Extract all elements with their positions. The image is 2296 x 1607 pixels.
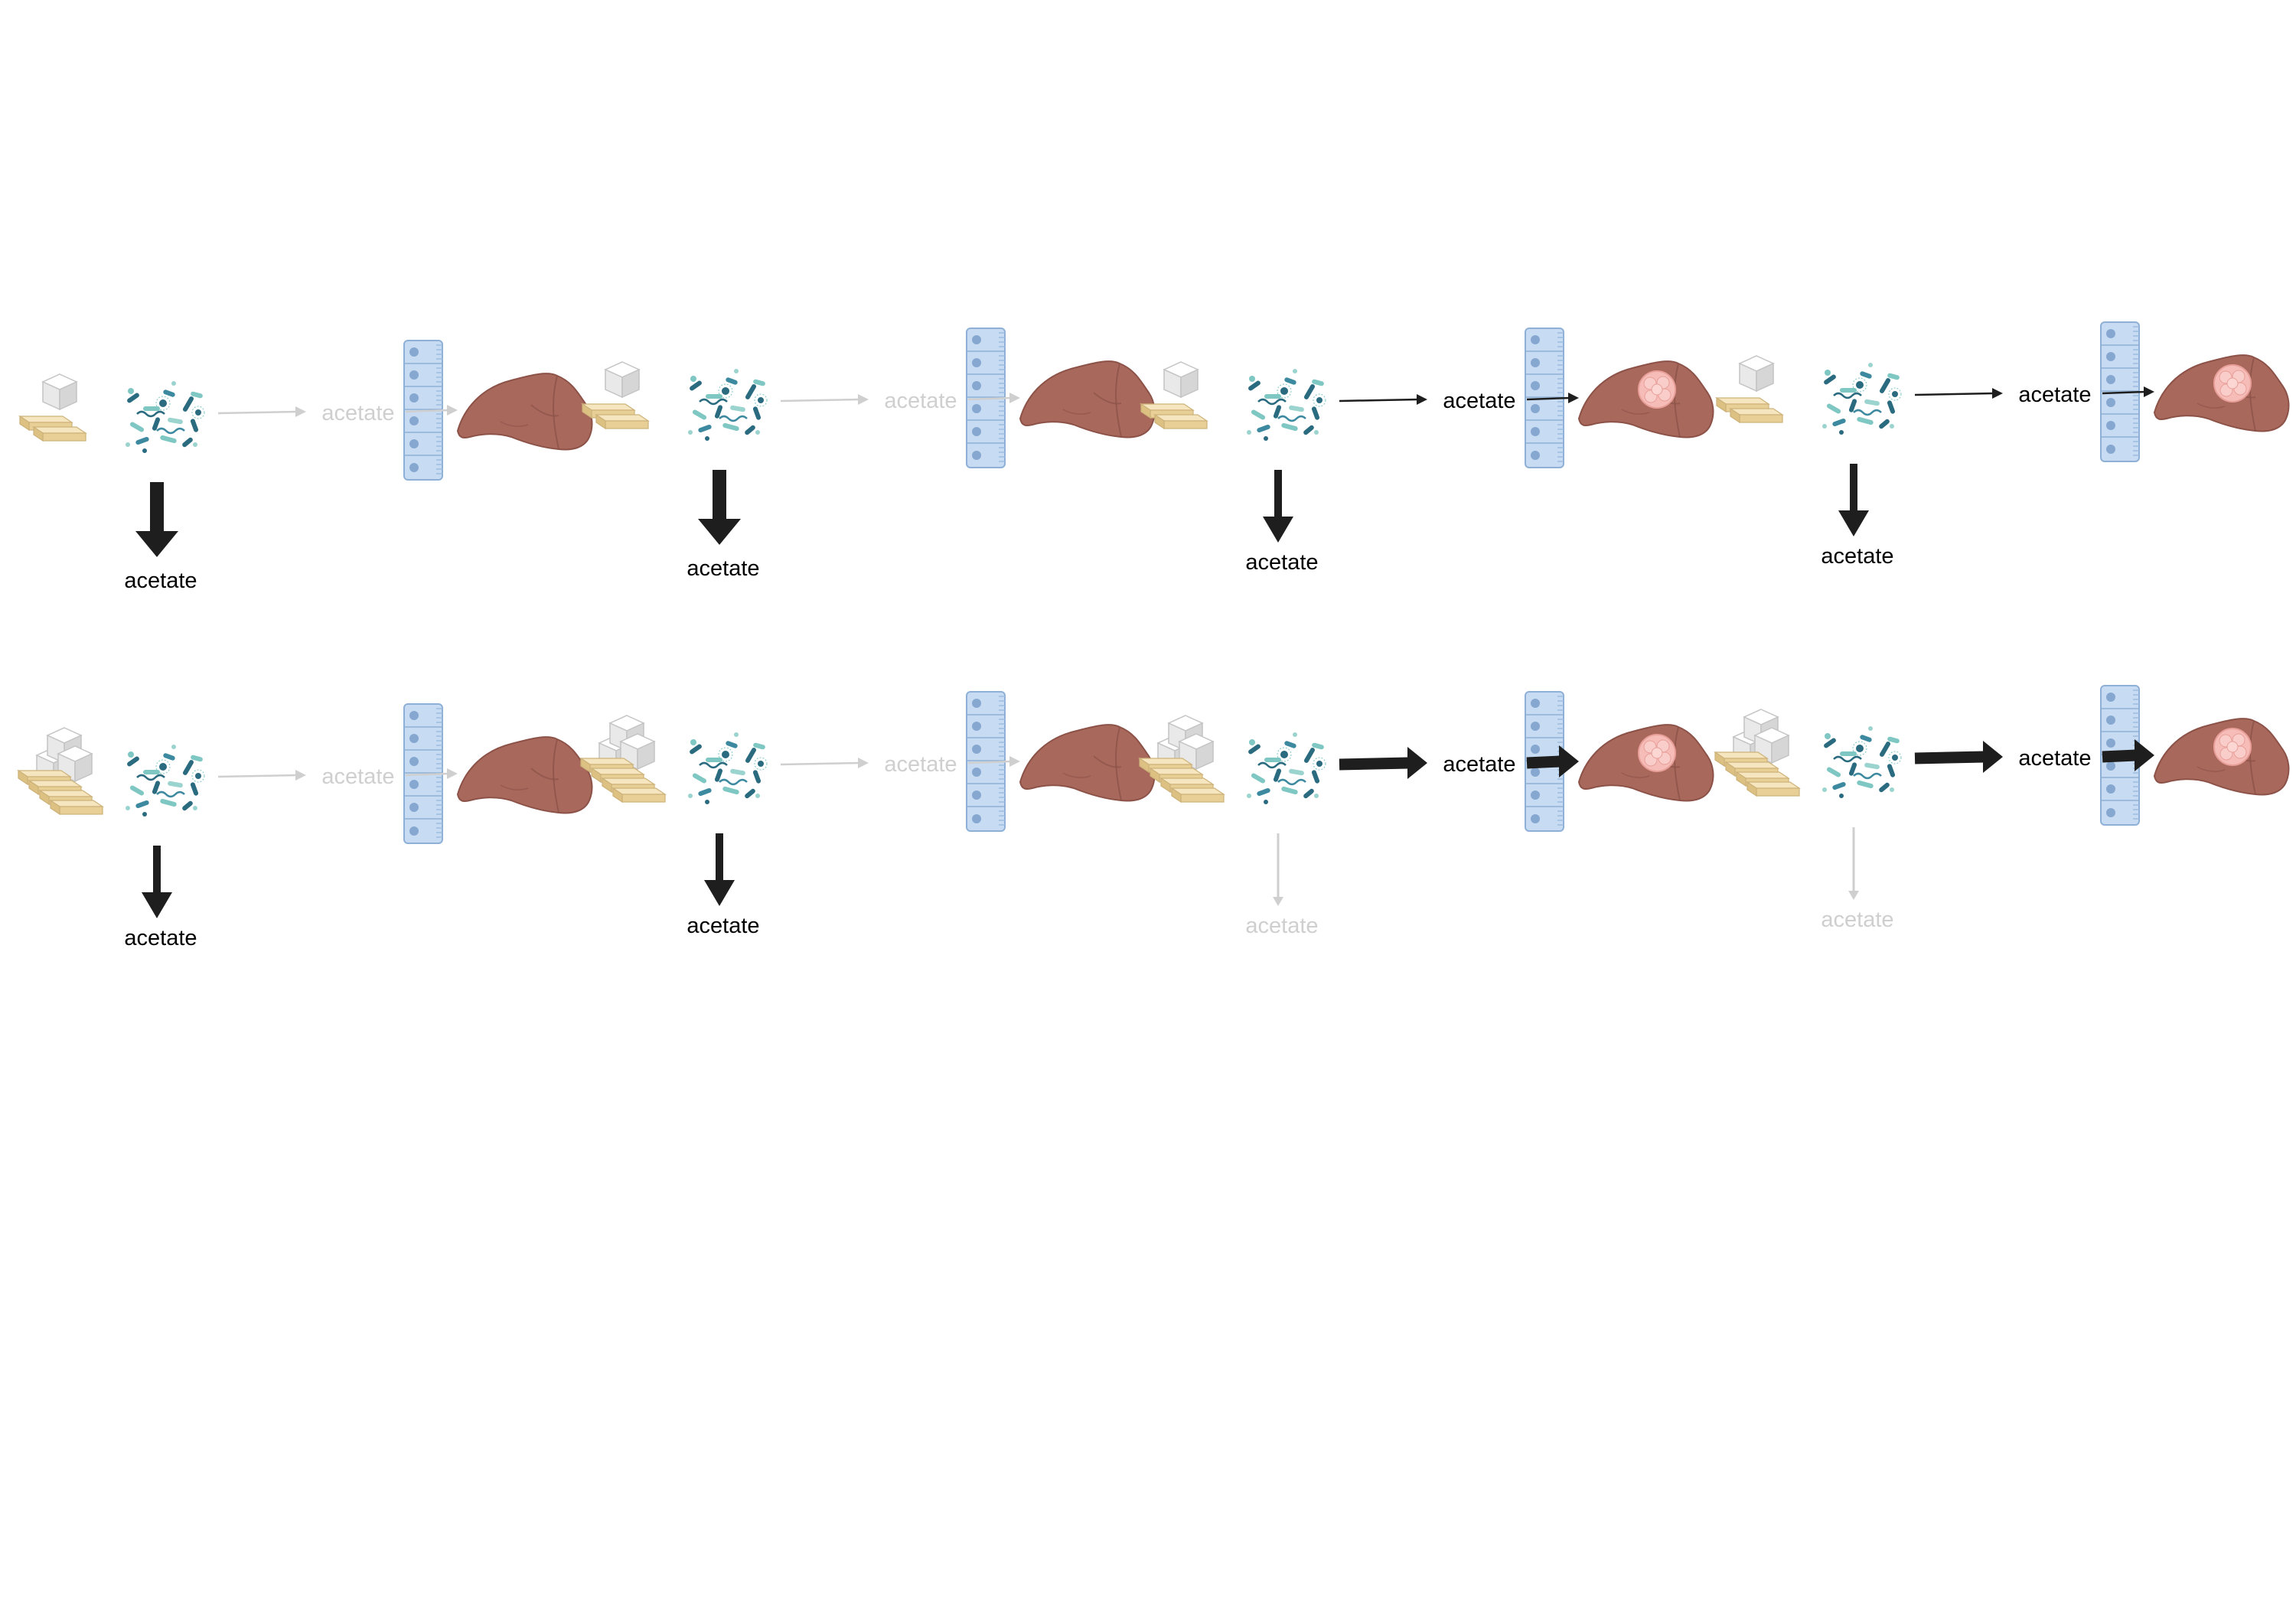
diet-group [18,727,103,815]
microbiota-icon [1243,362,1329,448]
acetate-transport-arrow-1 [1914,388,2003,399]
liver-tumor-icon [1578,724,1714,802]
liver-icon [457,373,593,451]
tumor-icon [2213,728,2252,766]
acetate-transport-label: acetate [884,389,957,413]
acetate-transport-arrow-2 [967,393,1020,403]
acetate-transport-label: acetate [2018,383,2091,407]
liver-icon [457,373,593,451]
fat-bar-icon [50,800,103,815]
microbiota-icon [684,725,770,811]
fat-bar-icon [1154,414,1208,429]
acetate-down-arrow [135,482,178,557]
acetate-down-arrow [1263,470,1293,543]
tumor-icon [1638,370,1676,409]
acetate-transport-label: acetate [321,401,394,425]
acetate-transport-label: acetate [1443,752,1515,777]
microbiota-icon [684,362,770,448]
diet-group [1714,709,1800,797]
microbiota-icon [1818,719,1904,805]
acetate-transport-arrow-1 [217,406,306,417]
acetate-down-arrow [698,470,741,545]
diet-group [1716,355,1783,423]
liver-tumor-icon [2154,718,2290,796]
acetate-transport-arrow-1 [1914,741,2003,773]
diet-group [580,715,666,803]
microbiota-icon [122,374,207,460]
acetate-transport-label: acetate [2018,746,2091,771]
fat-bar-icon [33,426,86,442]
panel-r1p1: acetate acetate [19,340,593,593]
panel-r1p4: acetate acetate [1716,321,2290,569]
fat-bar-icon [1171,787,1225,803]
fat-bar-icon [1730,408,1783,423]
acetate-down-arrow [1848,827,1859,900]
panel-r1p2: acetate acetate [582,328,1156,581]
acetate-transport-arrow-1 [217,770,306,781]
panel-r2p2: acetate acetate [580,691,1156,938]
acetate-transport-arrow-2 [1526,745,1579,777]
panel-r2p4: acetate acetate [1714,685,2290,932]
acetate-transport-arrow-2 [967,756,1020,767]
acetate-down-arrow [1838,464,1869,536]
acetate-transport-arrow-2 [1526,393,1579,403]
tumor-icon [1638,734,1676,772]
acetate-down-label: acetate [1821,908,1893,932]
acetate-down-label: acetate [1245,550,1318,575]
panel-r2p3: acetate acetate [1139,691,1714,938]
tumor-icon [2213,364,2252,403]
acetate-transport-arrow-1 [1339,394,1427,405]
microbiota-icon [1818,356,1904,442]
sugar-cube-icon [1163,361,1199,398]
liver-icon [457,736,593,814]
acetate-transport-arrow-1 [780,394,869,405]
fat-bar-icon [595,414,649,429]
acetate-transport-arrow-2 [2102,386,2154,397]
sugar-cube-icon [42,373,77,410]
acetate-down-label: acetate [124,926,197,950]
liver-icon [1019,360,1156,438]
diet-group [19,373,86,442]
panel-r1p3: acetate acetate [1140,328,1714,575]
acetate-down-arrow [142,846,172,918]
liver-icon [1019,360,1156,438]
liver-icon [457,736,593,814]
acetate-transport-label: acetate [1443,389,1515,413]
acetate-down-label: acetate [687,914,759,938]
sugar-cube-icon [605,361,640,398]
acetate-down-arrow [704,833,735,906]
acetate-transport-label: acetate [884,752,957,777]
liver-tumor-icon [2154,354,2290,432]
fat-bar-icon [1746,781,1800,797]
acetate-down-label: acetate [687,556,759,581]
acetate-down-arrow [1273,833,1283,906]
fat-bar-icon [612,787,666,803]
acetate-transport-arrow-2 [2102,739,2154,771]
panel-r2p1: acetate acetate [18,703,593,950]
sugar-cube-icon [1739,355,1774,392]
acetate-down-label: acetate [124,569,197,593]
acetate-transport-arrow-2 [405,405,458,416]
microbiota-icon [1243,725,1329,811]
liver-icon [1019,724,1156,802]
acetate-transport-arrow-1 [1339,747,1427,779]
liver-icon [1019,724,1156,802]
microbiota-icon [122,738,207,823]
acetate-down-label: acetate [1245,914,1318,938]
acetate-transport-arrow-1 [780,758,869,768]
acetate-down-label: acetate [1821,544,1893,569]
acetate-transport-label: acetate [321,764,394,789]
acetate-transport-arrow-2 [405,768,458,779]
liver-tumor-icon [1578,360,1714,438]
